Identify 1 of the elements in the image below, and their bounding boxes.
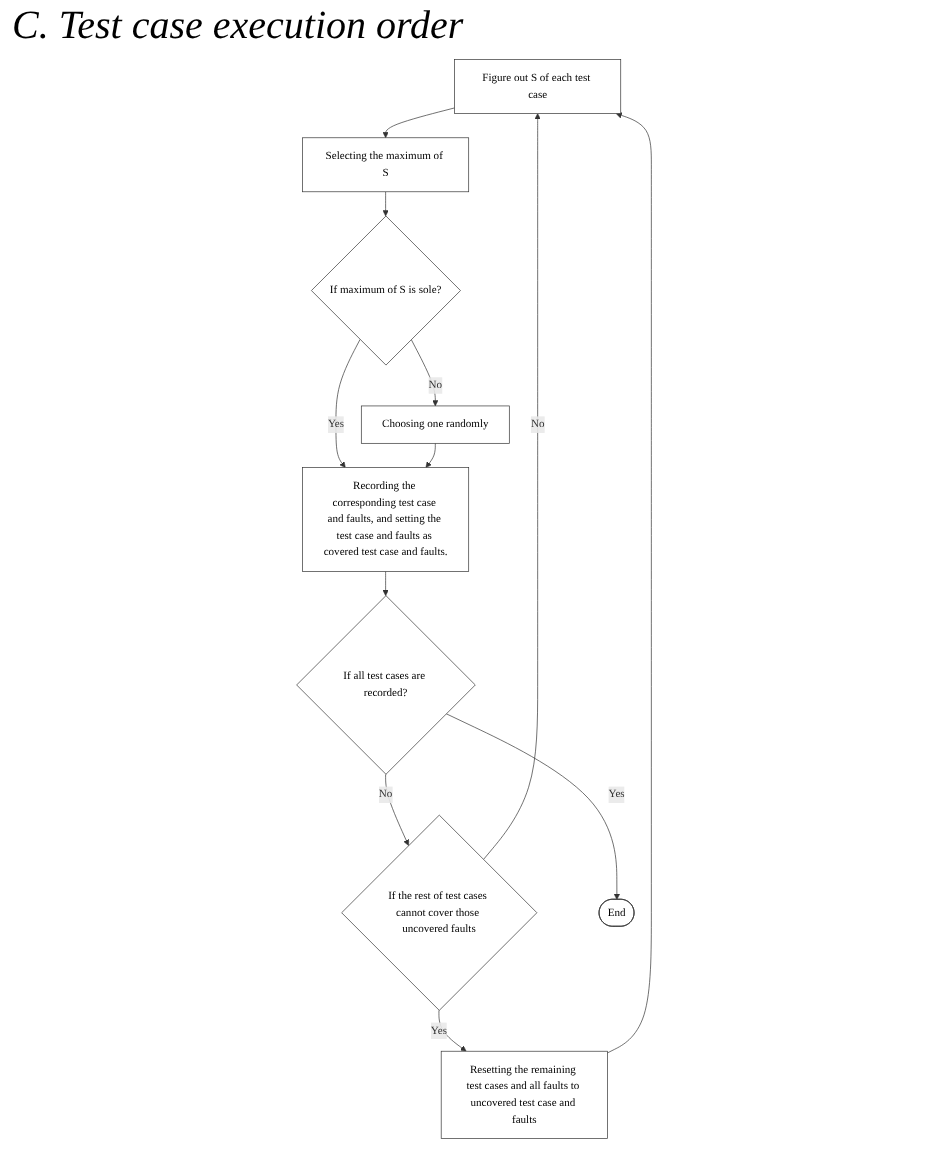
- diagram-title: C. Test case execution order: [12, 4, 466, 50]
